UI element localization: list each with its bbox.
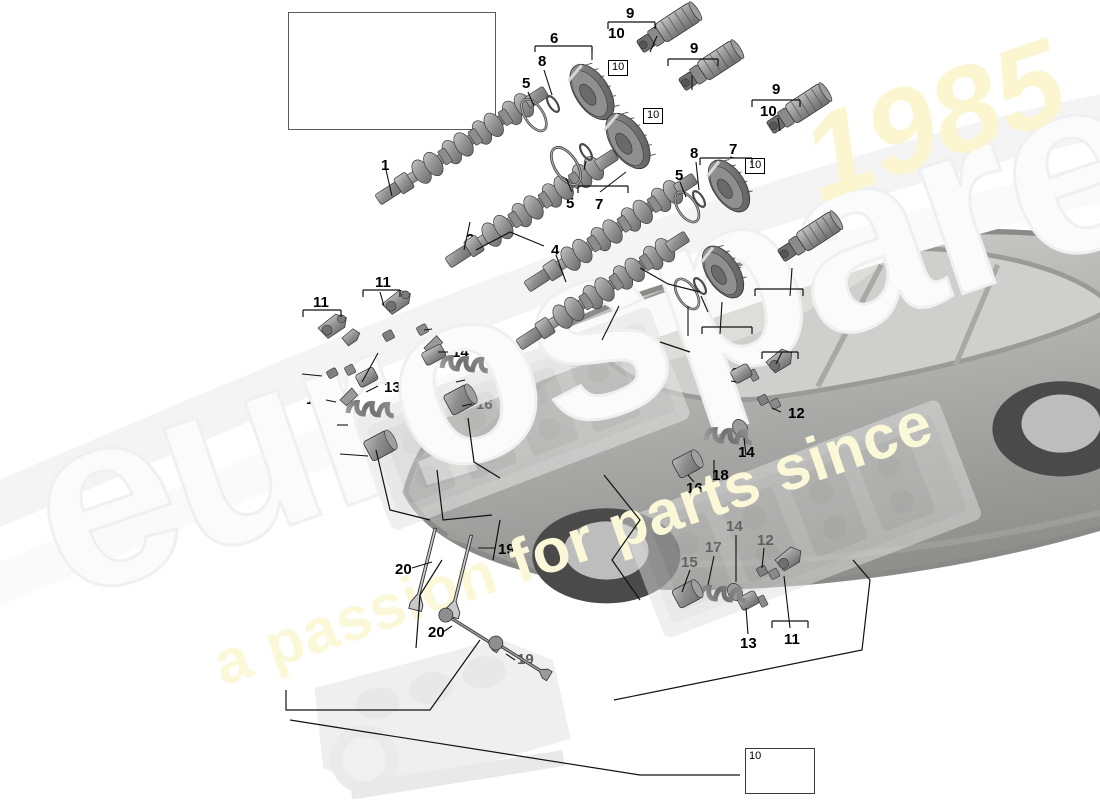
callout-9-a: 9 [626, 5, 635, 22]
intake-valve-19a [443, 534, 474, 620]
solenoid-valve-9b [678, 39, 745, 91]
callout-20-b: 20 [428, 624, 445, 641]
callout-7-a: 7 [595, 196, 604, 213]
callout-10-c: 10 [760, 103, 777, 120]
exhaust-valve-20a [408, 527, 438, 612]
solenoid-valve-9a [636, 1, 703, 53]
callout-8-a: 8 [538, 53, 547, 70]
callout-12-c: 12 [788, 405, 805, 422]
callout-20-a: 20 [395, 561, 412, 578]
callout-8-c: 8 [690, 145, 699, 162]
camshaft-1 [375, 86, 549, 205]
camshaft-4 [524, 173, 698, 292]
camshaft-adjuster-6b [700, 244, 747, 299]
boxed-ref-10-2: 10 [643, 108, 664, 124]
thrust-washer-8c [691, 190, 707, 208]
callout-13-d: 13 [740, 635, 757, 652]
callout-7-b: 7 [729, 141, 738, 158]
callout-9-b: 9 [690, 40, 699, 57]
solenoid-valve-9d [777, 210, 844, 262]
callout-5-c: 5 [675, 167, 684, 184]
camshaft-adjuster-6a [567, 62, 620, 120]
thrust-washer-8b [578, 143, 594, 161]
callout-10-a: 10 [608, 25, 625, 42]
group-brackets [285, 21, 871, 776]
callout-5-d: 5 [684, 339, 693, 356]
callout-9-d: 9 [774, 299, 783, 316]
callout-19-a: 19 [498, 541, 515, 558]
callout-11-a: 11 [313, 294, 329, 311]
sealing-ring-5c [673, 190, 701, 224]
sealing-ring-5b [549, 145, 583, 187]
callout-5-b: 5 [566, 195, 575, 212]
leader-lines [301, 35, 793, 661]
callout-9-c: 9 [772, 81, 781, 98]
camshaft-adjuster-7b [706, 158, 753, 213]
callout-14-c: 14 [738, 444, 755, 461]
camshaft-2 [445, 149, 619, 268]
camshaft-adjuster-7a [603, 111, 656, 169]
valvetrain-group-right-d [671, 546, 802, 611]
valvetrain-group-right-c [671, 348, 793, 479]
callout-8-d: 8 [702, 315, 711, 332]
callout-6-a: 6 [550, 30, 559, 47]
valvetrain-group-left-a [317, 313, 398, 462]
intake-valve-19b [488, 635, 553, 682]
callout-11-b: 11 [375, 274, 391, 291]
callout-5-a: 5 [522, 75, 531, 92]
callout-13-b: 13 [384, 379, 401, 396]
sealing-ring-5a [520, 97, 548, 133]
boxed-ref-10-3: 10 [745, 158, 766, 174]
legend-number: 10 [749, 750, 762, 762]
callout-18-b: 18 [712, 467, 729, 484]
callout-6-b: 6 [716, 338, 725, 355]
valvetrain-group-left-b [381, 289, 488, 416]
sealing-ring-5d [673, 277, 701, 311]
boxed-ref-10-1: 10 [608, 60, 629, 76]
callout-11-d: 11 [784, 631, 800, 648]
callout-1: 1 [381, 157, 390, 174]
callout-4: 4 [551, 242, 560, 259]
legend-box: 10 [745, 748, 815, 794]
thrust-washer-8d [692, 277, 708, 295]
thrust-washer-8a [545, 95, 561, 113]
camshaft-3 [516, 231, 690, 350]
solenoid-valve-9c [766, 82, 833, 134]
callout-11-c: 11 [774, 335, 790, 352]
